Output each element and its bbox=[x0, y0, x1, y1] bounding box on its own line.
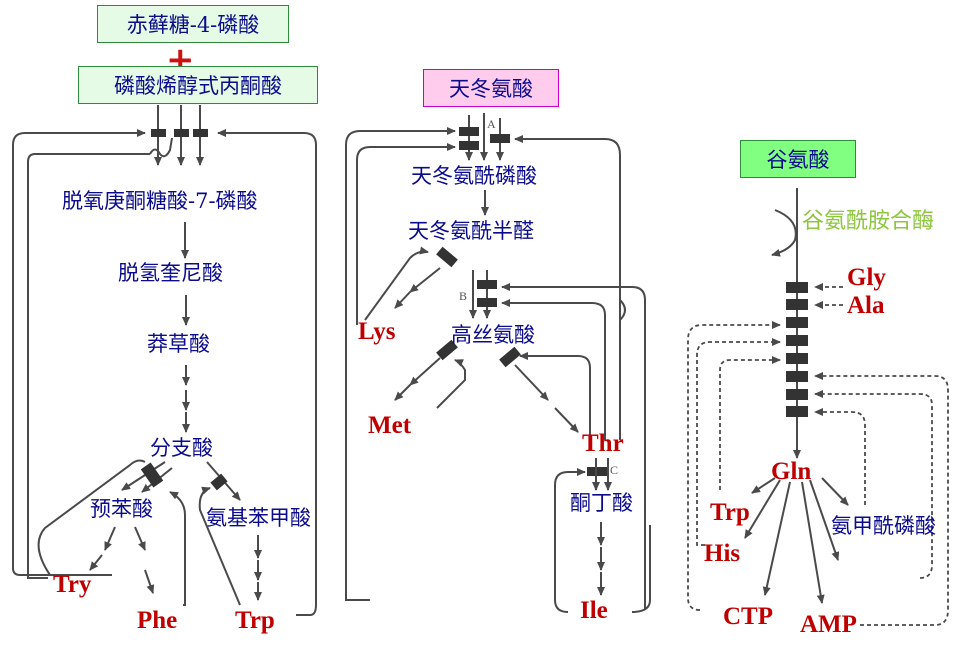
product-lys: Lys bbox=[358, 318, 396, 345]
enzyme-block bbox=[174, 129, 189, 137]
enzyme-block bbox=[786, 335, 808, 346]
enzyme-block bbox=[477, 298, 497, 307]
product-gln: Gln bbox=[771, 458, 812, 485]
downstream-amp: AMP bbox=[800, 611, 857, 638]
shikimate-label: 莽草酸 bbox=[147, 332, 210, 356]
chorismate-label: 分支酸 bbox=[150, 436, 213, 460]
pep-box: 磷酸烯醇式丙酮酸 bbox=[78, 66, 318, 104]
inhibitor-ala: Ala bbox=[847, 292, 885, 319]
dahp-label: 脱氧庚酮糖酸-7-磷酸 bbox=[62, 189, 258, 213]
aspartate-label: 天冬氨酸 bbox=[449, 77, 533, 101]
product-trp-left: Trp bbox=[235, 607, 275, 634]
enzyme-marker-a: A bbox=[487, 117, 496, 131]
aspartyl-phosphate-label: 天冬氨酰磷酸 bbox=[411, 164, 537, 188]
downstream-ctp: CTP bbox=[723, 603, 773, 630]
anthranilate-label: 氨基苯甲酸 bbox=[206, 506, 311, 530]
enzyme-marker-b: B bbox=[459, 289, 468, 303]
inhibitor-gly: Gly bbox=[847, 264, 886, 291]
enzyme-block bbox=[151, 129, 166, 137]
enzyme-block bbox=[499, 346, 521, 368]
enzyme-blocks bbox=[786, 282, 808, 417]
product-phe: Phe bbox=[137, 607, 178, 634]
product-ile: Ile bbox=[580, 597, 608, 624]
right-pathway-lines bbox=[687, 188, 949, 626]
carbamoyl-phosphate-label: 氨甲酰磷酸 bbox=[831, 514, 936, 538]
dehydroquinate-label: 脱氢奎尼酸 bbox=[118, 261, 223, 285]
glutamine-synthetase-label: 谷氨酰胺合酶 bbox=[802, 209, 935, 234]
enzyme-marker-c: C bbox=[610, 463, 619, 477]
product-try: Try bbox=[53, 571, 92, 598]
product-met: Met bbox=[368, 412, 412, 439]
pep-label: 磷酸烯醇式丙酮酸 bbox=[114, 74, 282, 98]
enzyme-block bbox=[459, 127, 479, 136]
aspartate-box: 天冬氨酸 bbox=[423, 69, 559, 107]
enzyme-block bbox=[436, 339, 458, 361]
glutamate-label: 谷氨酸 bbox=[766, 148, 830, 172]
prephenate-label: 预苯酸 bbox=[90, 497, 153, 521]
ketobutyrate-label: 酮丁酸 bbox=[570, 491, 633, 515]
enzyme-block bbox=[786, 317, 808, 328]
enzyme-block bbox=[786, 353, 808, 364]
aspartate-semialdehyde-label: 天冬氨酰半醛 bbox=[408, 219, 534, 243]
downstream-his: His bbox=[704, 540, 741, 567]
homoserine-label: 高丝氨酸 bbox=[451, 323, 535, 347]
enzyme-block bbox=[210, 473, 228, 491]
enzyme-block bbox=[490, 134, 510, 143]
enzyme-block bbox=[786, 406, 808, 417]
enzyme-block bbox=[140, 462, 164, 488]
enzyme-block bbox=[786, 299, 808, 310]
enzyme-block bbox=[786, 282, 808, 293]
middle-pathway-lines bbox=[345, 113, 651, 613]
enzyme-block bbox=[193, 129, 208, 137]
glutamate-box: 谷氨酸 bbox=[740, 140, 856, 178]
enzyme-block bbox=[436, 246, 458, 268]
enzyme-block bbox=[786, 371, 808, 382]
left-pathway-lines bbox=[12, 105, 317, 616]
enzyme-block bbox=[477, 280, 497, 289]
downstream-trp: Trp bbox=[710, 499, 750, 526]
enzyme-block bbox=[459, 141, 479, 150]
enzyme-block bbox=[786, 389, 808, 400]
erythrose-4-phosphate-box: 赤藓糖-4-磷酸 bbox=[97, 5, 289, 43]
product-thr: Thr bbox=[582, 430, 624, 457]
erythrose-4-phosphate-label: 赤藓糖-4-磷酸 bbox=[126, 13, 260, 37]
